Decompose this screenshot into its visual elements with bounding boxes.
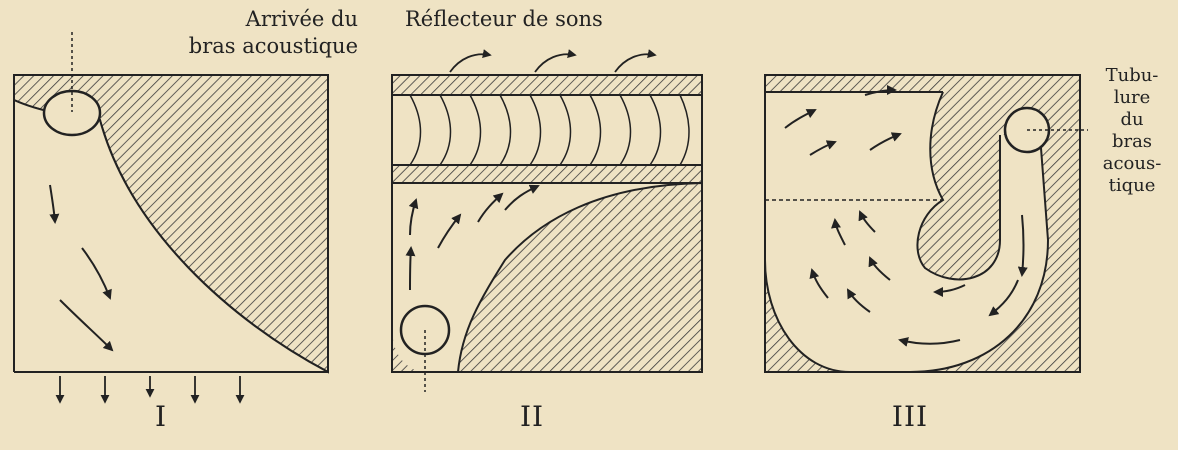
panel-2-solid-region bbox=[456, 181, 703, 373]
panel-2 bbox=[391, 49, 703, 392]
sound-reflector-label: Réflecteur de sons bbox=[405, 7, 603, 31]
panel-1 bbox=[13, 32, 329, 404]
panel-2-corner-fill bbox=[392, 330, 420, 372]
panel-3-flow-arrows bbox=[784, 85, 1028, 347]
panel-2-reflector-bar bbox=[391, 74, 703, 96]
panel-2-flow-arrows bbox=[405, 184, 540, 291]
panel-1-outlet-arrows bbox=[55, 376, 245, 404]
arm-inlet-label: Arrivée du bras acoustique bbox=[188, 7, 358, 58]
panel-1-flow-arrows bbox=[49, 184, 114, 352]
panel-1-number: I bbox=[154, 400, 168, 433]
panel-2-number: II bbox=[519, 400, 545, 433]
panel-3-upper-channel bbox=[765, 92, 943, 200]
panel-1-inlet-circle bbox=[42, 89, 102, 137]
arm-tube-label: Tubu- lure du bras acous- tique bbox=[1102, 65, 1162, 196]
panel-2-mid-band bbox=[391, 164, 703, 184]
panel-3-number: III bbox=[891, 400, 929, 433]
panel-2-reflected-arrows bbox=[449, 49, 657, 73]
panel-3 bbox=[764, 74, 1088, 373]
panel-2-wave-arcs bbox=[409, 94, 690, 166]
panel-3-j-channel bbox=[765, 135, 1048, 372]
panel-1-horn-channel bbox=[14, 100, 328, 372]
